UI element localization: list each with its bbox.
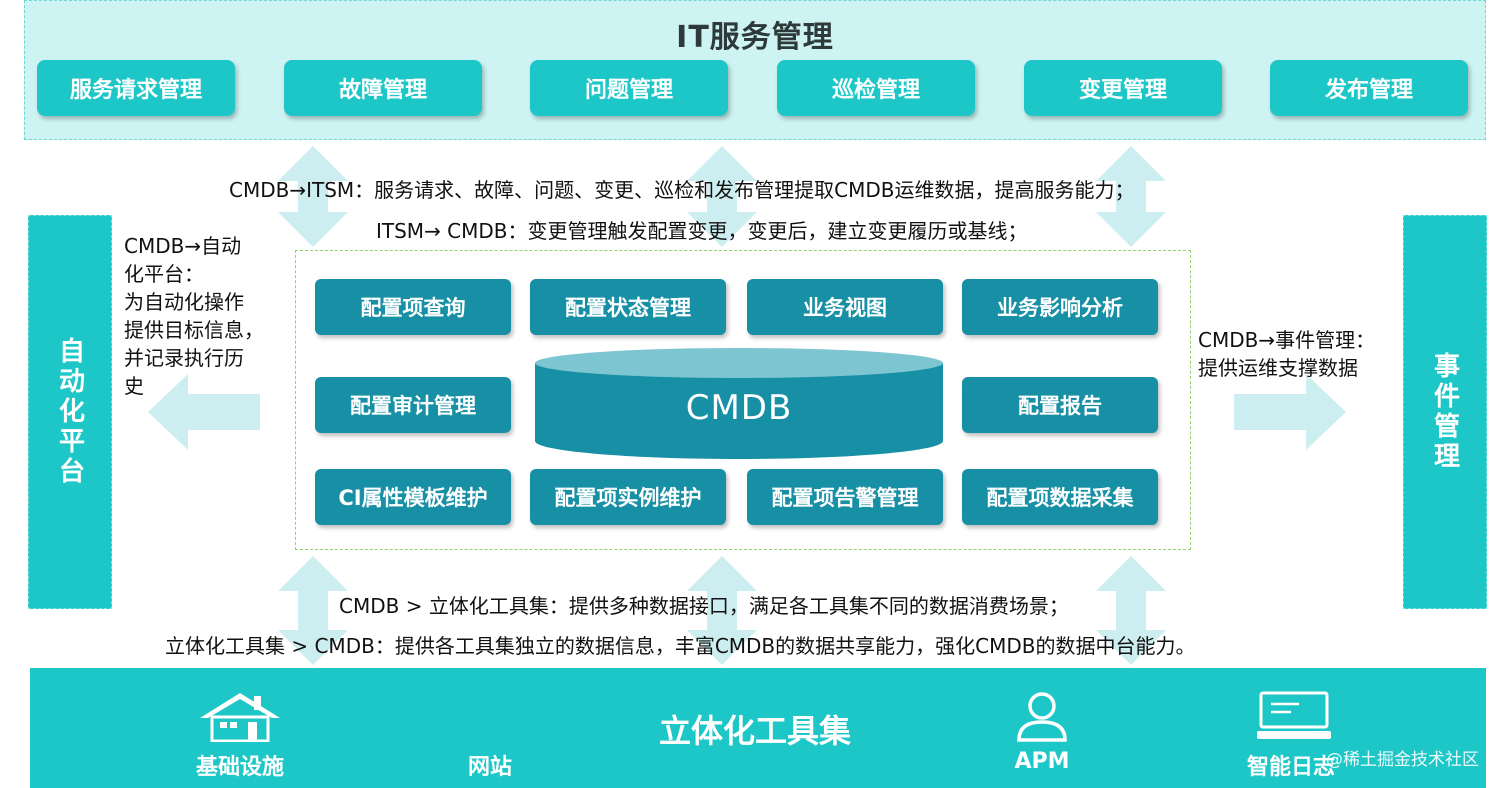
tool-smart-log[interactable]: 智能日志 <box>1246 755 1335 780</box>
itsm-release[interactable]: 发布管理 <box>1270 60 1468 116</box>
house-icon <box>200 693 280 742</box>
tools-section <box>30 668 1486 788</box>
desc-cmdb-to-tools: CMDB > 立体化工具集：提供多种数据接口，满足各工具集不同的数据消费场景； <box>339 594 1069 618</box>
desc-line: CMDB→事件管理： <box>1198 328 1376 352</box>
arrow-tools-center <box>687 556 757 665</box>
ci-collection-button[interactable]: 配置项数据采集 <box>962 469 1158 525</box>
terminal-icon <box>1257 691 1331 739</box>
desc-line: 提供运维支撑数据 <box>1198 356 1358 380</box>
cmdb-label: CMDB <box>685 388 793 428</box>
tool-website[interactable]: 网站 <box>467 755 512 780</box>
arrow-tools-left <box>278 556 348 665</box>
business-impact-button[interactable]: 业务影响分析 <box>962 279 1158 335</box>
ci-instance-button[interactable]: 配置项实例维护 <box>530 469 726 525</box>
arrow-to-automation <box>148 374 260 450</box>
arrow-tools-right <box>1096 556 1166 665</box>
user-icon <box>1017 692 1067 742</box>
desc-line: CMDB→自动 <box>124 234 242 258</box>
tool-infrastructure[interactable]: 基础设施 <box>195 755 284 780</box>
itsm-service-request[interactable]: 服务请求管理 <box>37 60 235 116</box>
desc-itsm-to-cmdb: ITSM→ CMDB：变更管理触发配置变更，变更后，建立变更履历或基线； <box>376 219 1028 243</box>
config-status-button[interactable]: 配置状态管理 <box>530 279 726 335</box>
arrow-itsm-right <box>1096 146 1166 247</box>
tool-apm[interactable]: APM <box>1014 749 1070 774</box>
tools-title: 立体化工具集 <box>658 712 851 750</box>
desc-line: 为自动化操作 <box>124 290 244 314</box>
desc-line: 并记录执行历 <box>124 346 244 370</box>
desc-cmdb-to-itsm: CMDB→ITSM：服务请求、故障、问题、变更、巡检和发布管理提取CMDB运维数… <box>229 178 1135 202</box>
desc-line: 化平台： <box>124 262 204 286</box>
itsm-section <box>24 0 1486 140</box>
ci-query-button[interactable]: 配置项查询 <box>315 279 511 335</box>
desc-line: 提供目标信息， <box>124 318 264 342</box>
itsm-inspection[interactable]: 巡检管理 <box>777 60 975 116</box>
config-report-button[interactable]: 配置报告 <box>962 377 1158 433</box>
business-view-button[interactable]: 业务视图 <box>747 279 943 335</box>
config-audit-button[interactable]: 配置审计管理 <box>315 377 511 433</box>
itsm-incident[interactable]: 故障管理 <box>284 60 482 116</box>
itsm-problem[interactable]: 问题管理 <box>530 60 728 116</box>
cmdb-database-icon <box>535 348 943 459</box>
arrow-itsm-center <box>687 146 757 247</box>
desc-cmdb-to-event: CMDB→事件管理： 提供运维支撑数据 <box>1198 326 1398 382</box>
desc-line: 史 <box>124 374 144 398</box>
arrow-itsm-left <box>278 146 348 247</box>
automation-platform[interactable]: 自动化平台 <box>28 215 112 609</box>
desc-tools-to-cmdb: 立体化工具集 > CMDB：提供各工具集独立的数据信息，丰富CMDB的数据共享能… <box>165 634 1196 658</box>
watermark: @稀土掘金技术社区 <box>1326 750 1479 770</box>
ci-template-button[interactable]: CI属性模板维护 <box>315 469 511 525</box>
arrow-to-event <box>1234 374 1346 450</box>
event-management[interactable]: 事件管理 <box>1403 215 1487 609</box>
ci-alert-button[interactable]: 配置项告警管理 <box>747 469 943 525</box>
desc-cmdb-to-automation: CMDB→自动 化平台： 为自动化操作 提供目标信息， 并记录执行历 史 <box>124 232 294 400</box>
itsm-change[interactable]: 变更管理 <box>1024 60 1222 116</box>
itsm-title: IT服务管理 <box>676 20 834 55</box>
